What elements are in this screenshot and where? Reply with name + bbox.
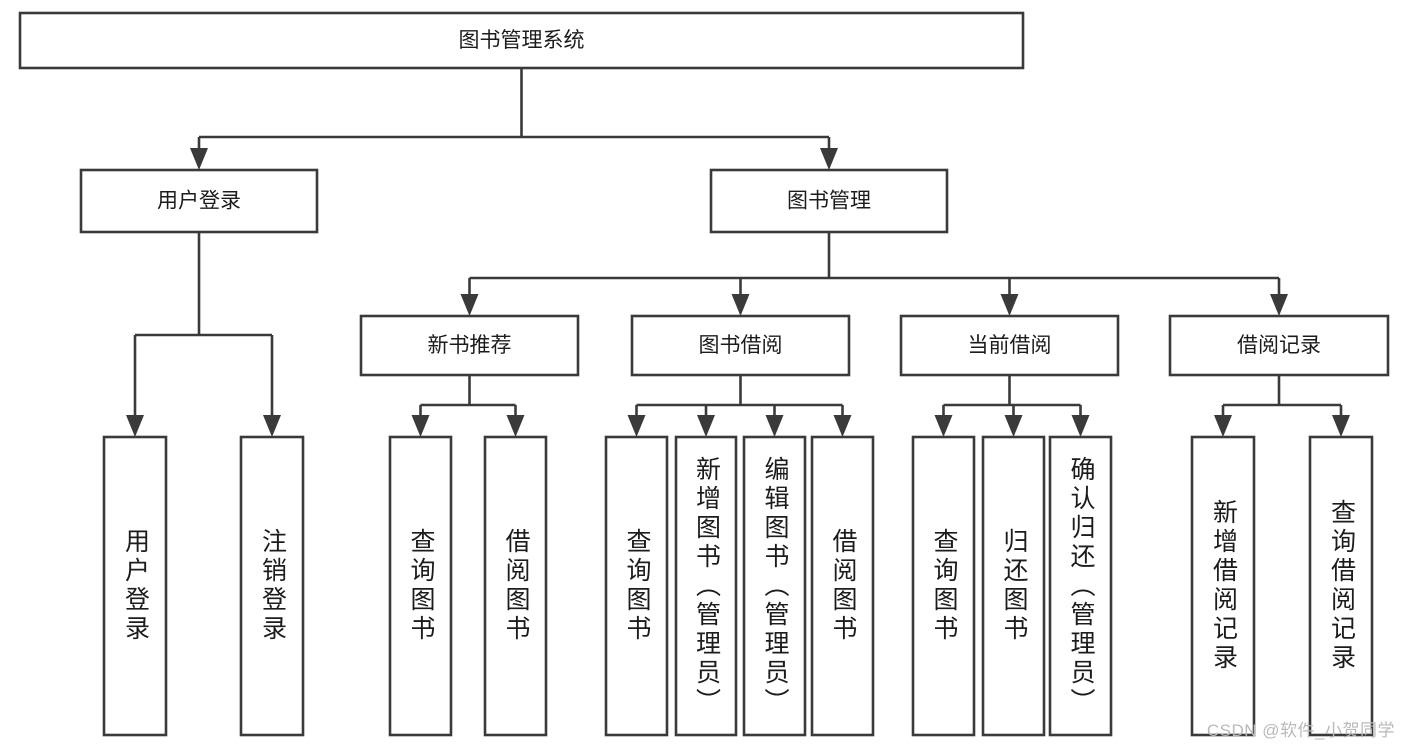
node-leaf-10[interactable] xyxy=(1048,435,1113,737)
node-level2-图书管理[interactable] xyxy=(709,168,949,234)
arrow-head-icon-leaf-0 xyxy=(126,415,144,437)
node-leaf-1-rect[interactable] xyxy=(239,435,305,737)
node-leaf-7[interactable] xyxy=(810,435,875,737)
arrow-head-icon-leaf-7 xyxy=(833,415,852,437)
node-label-level3-2: 当前借阅 xyxy=(968,334,1052,357)
csdn-watermark: CSDN @软件_小贺同学 xyxy=(1206,721,1395,740)
node-label-level3-3: 借阅记录 xyxy=(1237,334,1321,357)
node-leaf-6-rect[interactable] xyxy=(742,435,807,737)
node-leaf-10-rect[interactable] xyxy=(1048,435,1113,737)
node-level3-新书推荐[interactable] xyxy=(359,314,580,377)
node-leaf-5[interactable] xyxy=(674,435,738,737)
node-leaf-2[interactable] xyxy=(388,435,453,737)
node-leaf-1[interactable] xyxy=(239,435,305,737)
node-root-图书管理系统[interactable] xyxy=(18,11,1025,70)
node-level3-当前借阅-rect[interactable] xyxy=(899,314,1120,377)
node-leaf-2-rect[interactable] xyxy=(388,435,453,737)
arrow-head-icon-level3-1 xyxy=(731,294,750,316)
node-leaf-11[interactable] xyxy=(1190,435,1256,737)
node-level3-借阅记录[interactable] xyxy=(1168,314,1390,377)
node-leaf-8[interactable] xyxy=(911,435,976,737)
arrow-head-icon-leaf-6 xyxy=(765,415,784,437)
node-level2-图书管理-rect[interactable] xyxy=(709,168,949,234)
node-leaf-0[interactable] xyxy=(102,435,168,737)
arrow-head-icon-leaf-12 xyxy=(1332,415,1350,437)
node-leaf-8-rect[interactable] xyxy=(911,435,976,737)
node-leaf-9[interactable] xyxy=(981,435,1046,737)
node-leaf-4[interactable] xyxy=(604,435,669,737)
node-leaf-7-rect[interactable] xyxy=(810,435,875,737)
node-leaf-12-rect[interactable] xyxy=(1308,435,1374,737)
arrow-head-icon-leaf-11 xyxy=(1214,415,1232,437)
node-leaf-3-rect[interactable] xyxy=(483,435,548,737)
arrow-head-icon-leaf-5 xyxy=(697,415,715,437)
node-label-root: 图书管理系统 xyxy=(459,29,585,52)
arrow-head-icon-leaf-4 xyxy=(627,415,646,437)
arrow-head-icon-level3-3 xyxy=(1270,294,1288,316)
node-leaf-9-rect[interactable] xyxy=(981,435,1046,737)
node-label-level3-0: 新书推荐 xyxy=(428,334,512,357)
node-level3-图书借阅[interactable] xyxy=(630,314,851,377)
node-leaf-12[interactable] xyxy=(1308,435,1374,737)
arrow-head-icon-leaf-3 xyxy=(506,415,525,437)
node-label-level2-1: 图书管理 xyxy=(787,190,871,213)
arrow-head-icon-level2-1 xyxy=(820,148,838,170)
node-leaf-0-rect[interactable] xyxy=(102,435,168,737)
arrow-head-icon-leaf-8 xyxy=(934,415,953,437)
arrow-head-icon-leaf-9 xyxy=(1004,415,1023,437)
arrow-head-icon-level2-0 xyxy=(190,148,208,170)
node-level3-新书推荐-rect[interactable] xyxy=(359,314,580,377)
node-level3-图书借阅-rect[interactable] xyxy=(630,314,851,377)
node-level2-用户登录[interactable] xyxy=(79,168,319,234)
node-leaf-3[interactable] xyxy=(483,435,548,737)
arrow-head-icon-leaf-2 xyxy=(411,415,430,437)
node-level2-用户登录-rect[interactable] xyxy=(79,168,319,234)
node-label-level3-1: 图书借阅 xyxy=(699,334,783,357)
node-level3-借阅记录-rect[interactable] xyxy=(1168,314,1390,377)
node-leaf-6[interactable] xyxy=(742,435,807,737)
arrow-head-icon-level3-0 xyxy=(460,294,479,316)
arrow-head-icon-level3-2 xyxy=(1000,294,1019,316)
node-root-图书管理系统-rect[interactable] xyxy=(18,11,1025,70)
node-leaf-5-rect[interactable] xyxy=(674,435,738,737)
node-leaf-4-rect[interactable] xyxy=(604,435,669,737)
node-label-level2-0: 用户登录 xyxy=(157,190,241,213)
connectors-layer xyxy=(126,68,1350,437)
arrow-head-icon-leaf-1 xyxy=(263,415,281,437)
arrow-head-icon-leaf-10 xyxy=(1071,415,1090,437)
node-level3-当前借阅[interactable] xyxy=(899,314,1120,377)
node-leaf-11-rect[interactable] xyxy=(1190,435,1256,737)
